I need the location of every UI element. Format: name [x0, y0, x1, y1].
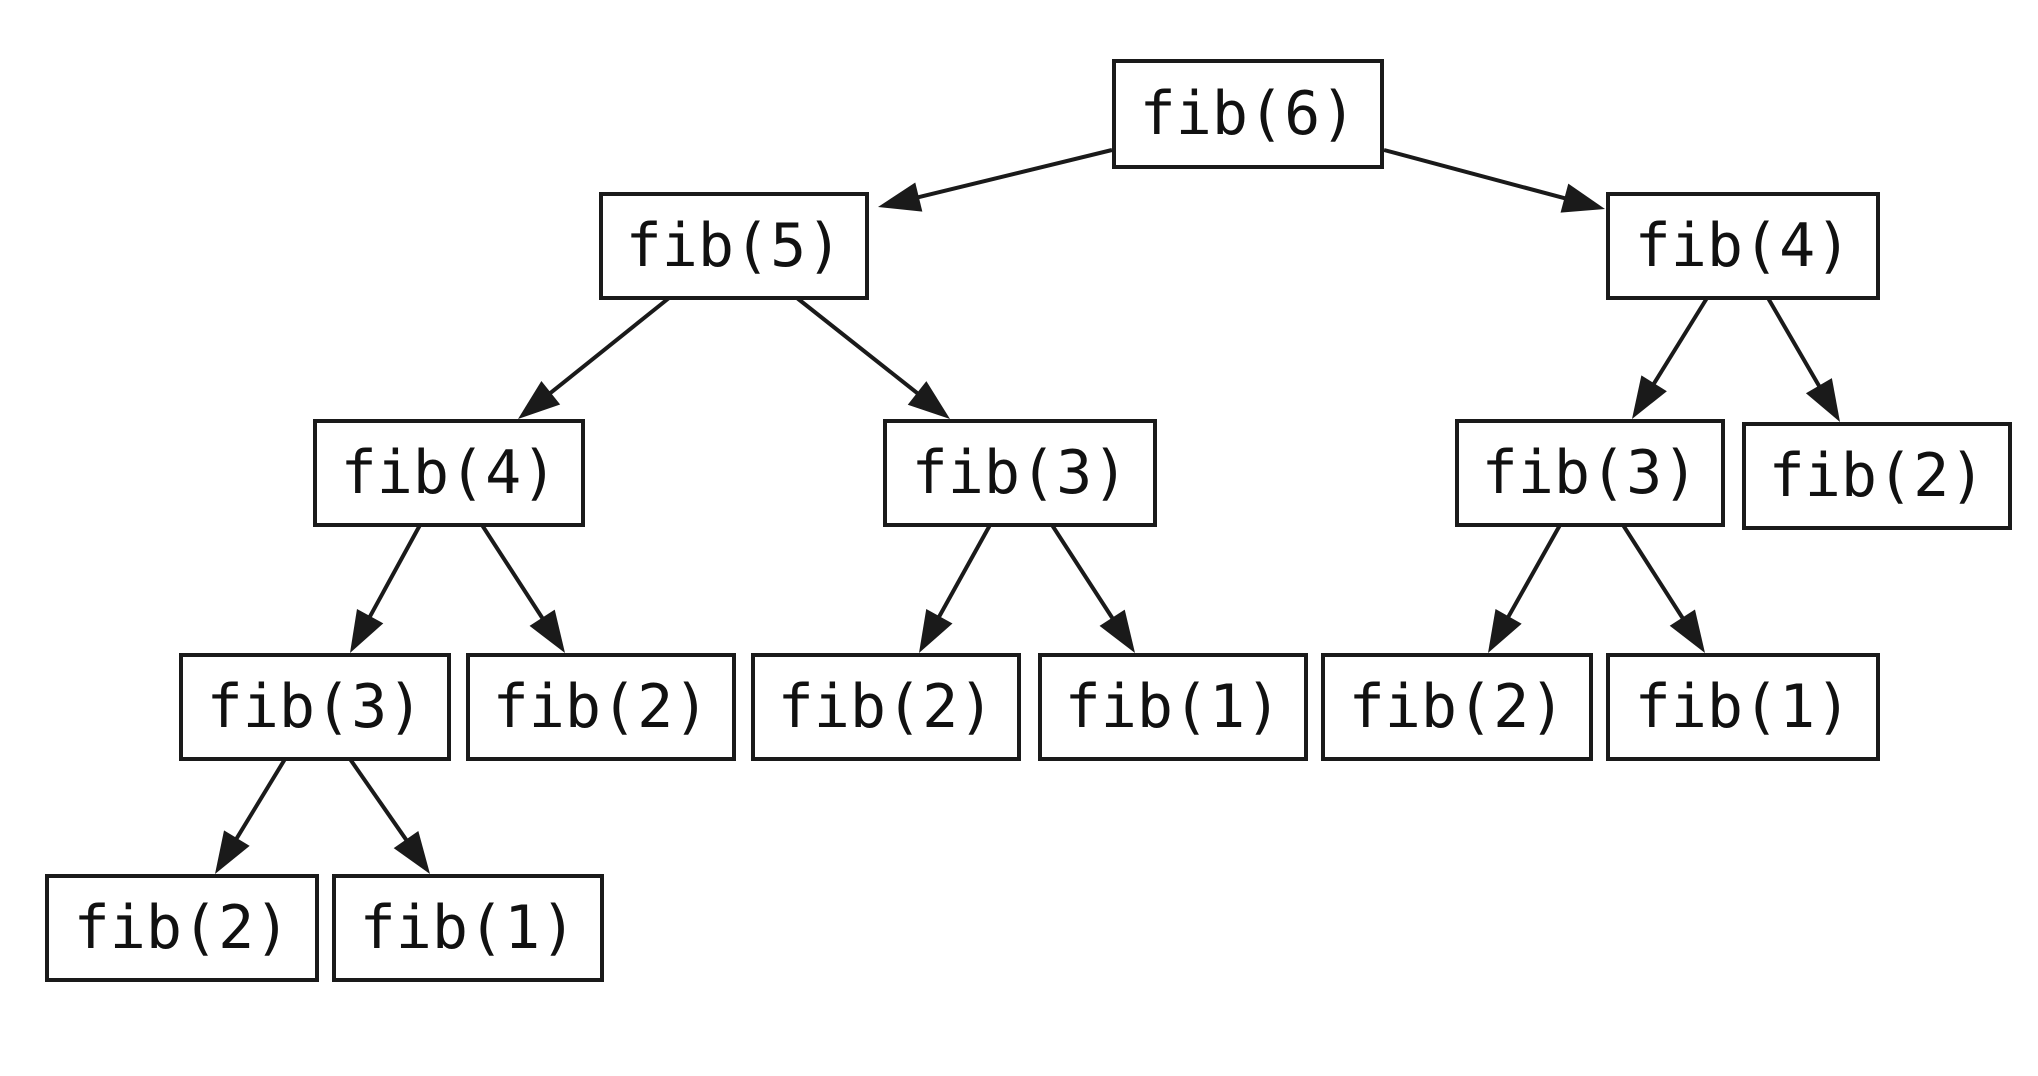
node-label: fib(4): [341, 438, 558, 508]
arrowhead-icon: [1632, 375, 1667, 419]
arrowhead-icon: [878, 182, 923, 212]
arrowhead-icon: [518, 381, 561, 419]
arrowhead-icon: [529, 609, 565, 653]
edge-line: [366, 524, 422, 621]
edge-line: [1650, 296, 1709, 388]
node-fib-2: fib(2): [751, 653, 1021, 761]
node-box: [466, 653, 736, 761]
node-label: fib(1): [1635, 672, 1852, 742]
node-label: fib(2): [778, 672, 995, 742]
node-fib-4: fib(4): [313, 419, 585, 527]
edge-line: [795, 296, 922, 397]
edge-arrow: [1632, 296, 1709, 419]
edge-line: [348, 757, 410, 844]
node-label: fib(2): [1349, 672, 1566, 742]
edge-arrow: [215, 757, 287, 874]
arrowhead-icon: [1805, 378, 1840, 422]
arrowhead-icon: [393, 830, 430, 874]
edge-arrow: [480, 523, 565, 653]
edge-line: [1050, 523, 1117, 623]
node-label: fib(6): [1140, 79, 1357, 149]
arrowhead-icon: [1488, 609, 1522, 653]
edge-line: [1766, 296, 1823, 391]
node-label: fib(2): [1769, 441, 1986, 511]
node-label: fib(4): [1635, 211, 1852, 281]
node-box: [751, 653, 1021, 761]
node-fib-2: fib(2): [466, 653, 736, 761]
node-label: fib(1): [360, 893, 577, 963]
edge-arrow: [795, 296, 950, 419]
node-box: [1742, 422, 2012, 530]
node-fib-3: fib(3): [1455, 419, 1725, 527]
node-box: [599, 192, 869, 300]
edge-arrow: [919, 524, 992, 653]
edge-arrow: [1488, 524, 1562, 653]
arrowhead-icon: [919, 608, 953, 653]
node-fib-5: fib(5): [599, 192, 869, 300]
edge-line: [546, 296, 671, 397]
node-label: fib(5): [626, 211, 843, 281]
arrowhead-icon: [907, 381, 950, 419]
node-label: fib(3): [1482, 438, 1699, 508]
node-fib-3: fib(3): [179, 653, 451, 761]
edge-arrow: [1050, 523, 1135, 653]
arrowhead-icon: [1560, 183, 1605, 213]
arrowhead-icon: [1099, 609, 1135, 653]
node-fib-4: fib(4): [1606, 192, 1880, 300]
node-label: fib(1): [1065, 672, 1282, 742]
node-fib-2: fib(2): [1321, 653, 1593, 761]
node-fib-1: fib(1): [1606, 653, 1880, 761]
edge-arrow: [1766, 296, 1840, 422]
node-box: [313, 419, 585, 527]
node-box: [1038, 653, 1308, 761]
edge-line: [480, 523, 547, 623]
node-fib-2: fib(2): [1742, 422, 2012, 530]
node-box: [883, 419, 1157, 527]
node-fib-1: fib(1): [1038, 653, 1308, 761]
nodes-layer: fib(6) fib(5) fib(4) fib(4) fib(3) fib(3…: [45, 59, 2012, 982]
edge-arrow: [518, 296, 671, 419]
node-box: [332, 874, 604, 982]
node-box: [45, 874, 319, 982]
edge-line: [1504, 524, 1562, 621]
node-label: fib(2): [493, 672, 710, 742]
arrowhead-icon: [350, 608, 384, 653]
edge-line: [914, 148, 1113, 200]
edge-line: [935, 524, 992, 621]
node-fib-1: fib(1): [332, 874, 604, 982]
node-box: [179, 653, 451, 761]
node-box: [1321, 653, 1593, 761]
edge-arrow: [350, 524, 422, 653]
node-box: [1455, 419, 1725, 527]
node-label: fib(2): [74, 893, 291, 963]
edges-layer: [215, 148, 1840, 874]
edge-arrow: [348, 757, 430, 874]
node-fib-6-root: fib(6): [1112, 59, 1384, 169]
node-fib-2: fib(2): [45, 874, 319, 982]
node-label: fib(3): [912, 438, 1129, 508]
edge-line: [233, 757, 287, 843]
arrowhead-icon: [215, 830, 250, 874]
node-box: [1606, 192, 1880, 300]
node-fib-3: fib(3): [883, 419, 1157, 527]
arrowhead-icon: [1669, 609, 1705, 653]
node-box: [1606, 653, 1880, 761]
edge-arrow: [878, 148, 1113, 212]
edge-line: [1383, 148, 1569, 202]
edge-line: [1621, 523, 1687, 623]
edge-arrow: [1383, 148, 1605, 213]
edge-arrow: [1621, 523, 1705, 653]
node-box: [1112, 59, 1384, 169]
node-label: fib(3): [207, 672, 424, 742]
